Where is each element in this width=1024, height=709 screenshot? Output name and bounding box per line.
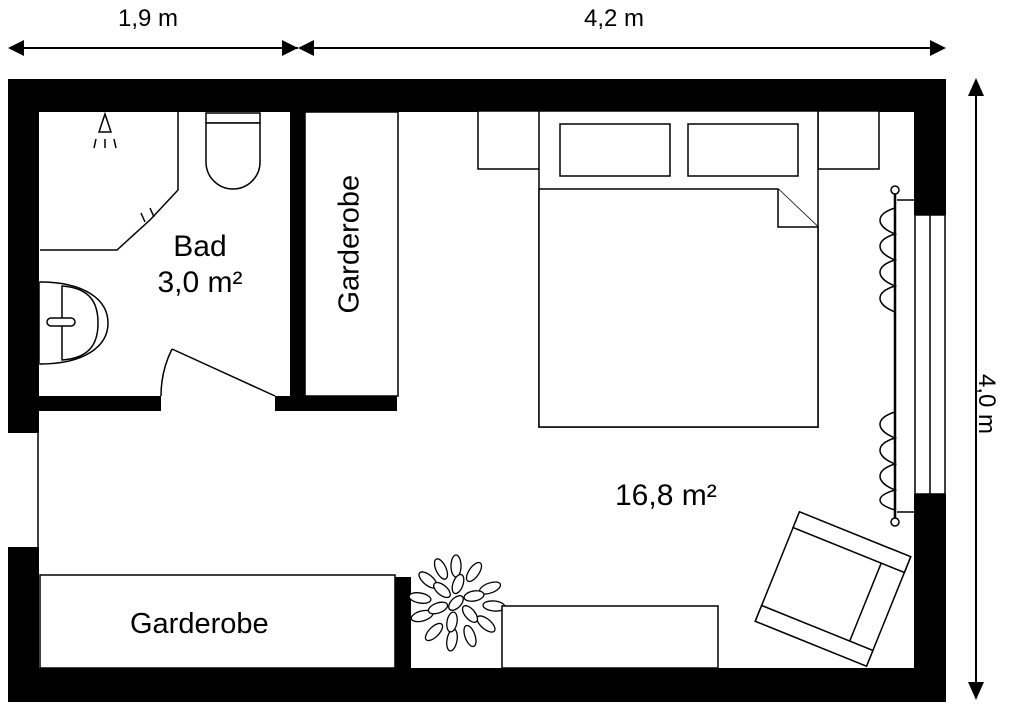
interior-walls [39,79,411,669]
washbasin [39,281,109,365]
wardrobe-bottom-label: Garderobe [130,608,269,640]
wardrobe-vertical [304,111,399,397]
bathroom-label: Bad 3,0 m² [140,229,260,301]
window [914,214,946,495]
plant [408,554,506,652]
dimension-arrow-width-left [8,40,298,56]
shower [40,112,179,251]
dimension-arrow-height [968,78,984,700]
bathroom-name: Bad [173,230,227,263]
sideboard [501,605,719,669]
shower-head-icon [93,111,117,149]
bathroom-area: 3,0 m² [157,266,243,299]
toilet [205,112,261,190]
armchair [754,510,912,668]
wardrobe-vertical-label: Garderobe [333,174,366,314]
dimension-label-height: 4,0 m [973,374,1000,435]
nightstands [477,110,880,170]
dimension-arrow-width-right [298,40,946,56]
wardrobe-bottom [39,574,396,669]
bedroom-area-label: 16,8 m² [615,479,717,512]
bathroom-door [160,348,276,397]
double-bed [538,110,819,428]
dimension-label-width-left: 1,9 m [118,5,179,32]
curtains [879,185,914,527]
exterior-walls [8,79,946,702]
dimension-label-width-right: 4,2 m [584,5,645,32]
